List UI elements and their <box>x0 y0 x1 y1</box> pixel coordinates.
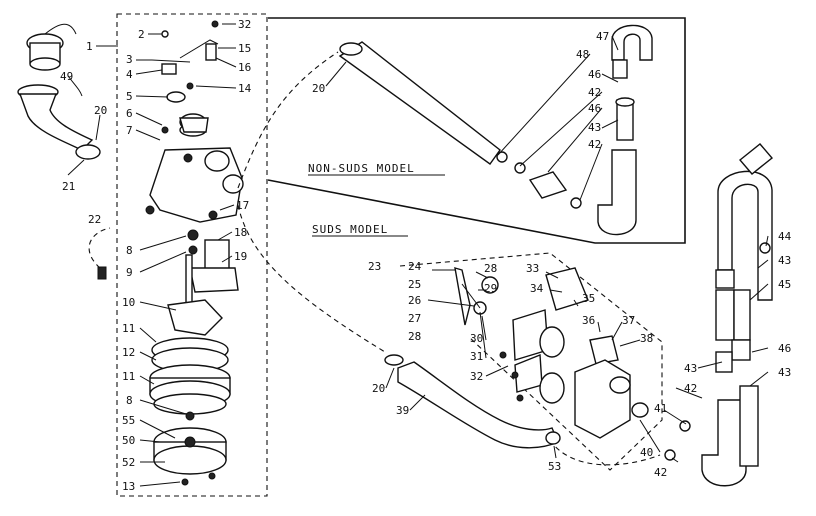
dash-route-suds <box>237 204 386 353</box>
callout: 30 <box>470 332 483 345</box>
callout: 42 <box>588 86 601 99</box>
callout: 53 <box>548 460 561 473</box>
leader-lines <box>67 23 769 487</box>
callout: 43 <box>684 362 697 375</box>
callouts: 1 2 3 4 5 6 7 8 9 10 11 12 11 8 55 50 52… <box>60 18 792 493</box>
callout: 50 <box>122 434 135 447</box>
callout: 46 <box>778 342 791 355</box>
callout: 43 <box>778 254 791 267</box>
callout: 3 <box>126 53 133 66</box>
clamp-53 <box>545 431 561 445</box>
svg-text:NON-SUDS MODEL: NON-SUDS MODEL <box>308 162 415 175</box>
callout: 27 <box>408 312 421 325</box>
small-parts-top <box>151 20 219 134</box>
callout: 41 <box>654 402 667 415</box>
callout: 52 <box>122 456 135 469</box>
callout: 8 <box>126 394 133 407</box>
pump-plates <box>149 337 231 486</box>
dash-route-suds-bottom <box>549 439 661 466</box>
callout: 35 <box>582 292 595 305</box>
callout: 7 <box>126 124 133 137</box>
callout: 40 <box>640 446 653 459</box>
callout: 9 <box>126 266 133 279</box>
callout: 11 <box>122 370 135 383</box>
callout: 24 <box>408 260 422 273</box>
callout: 1 <box>86 40 93 53</box>
callout: 32 <box>470 370 483 383</box>
callout: 45 <box>778 278 791 291</box>
callout: 8 <box>126 244 133 257</box>
callout: 12 <box>122 346 135 359</box>
callout: 22 <box>88 213 101 226</box>
callout: 49 <box>60 70 73 83</box>
non-suds-hoses <box>338 24 653 236</box>
section-non-suds-label: NON-SUDS MODEL <box>308 162 445 176</box>
section-suds-label: SUDS MODEL <box>312 223 408 237</box>
callout: 5 <box>126 90 133 103</box>
callout: 10 <box>122 296 135 309</box>
callout: 42 <box>588 138 601 151</box>
callout: 20 <box>312 82 325 95</box>
callout: 34 <box>530 282 544 295</box>
callout: 28 <box>408 330 421 343</box>
callout: 23 <box>368 260 381 273</box>
callout: 19 <box>234 250 247 263</box>
callout: 2 <box>138 28 145 41</box>
suds-parts <box>454 267 649 439</box>
callout: 28 <box>484 262 497 275</box>
svg-text:SUDS MODEL: SUDS MODEL <box>312 223 388 236</box>
callout: 17 <box>236 199 249 212</box>
dash-route-20-top <box>237 51 339 189</box>
pump-body <box>145 113 244 336</box>
callout: 11 <box>122 322 135 335</box>
callout: 42 <box>684 382 697 395</box>
pump-assembly-frame <box>116 13 268 497</box>
callout: 48 <box>576 48 589 61</box>
clamp-20-suds <box>384 354 404 366</box>
callout: 42 <box>654 466 667 479</box>
callout: 20 <box>372 382 385 395</box>
callout: 44 <box>778 230 792 243</box>
callout: 20 <box>94 104 107 117</box>
callout: 46 <box>588 102 601 115</box>
callout: 47 <box>596 30 609 43</box>
callout: 29 <box>484 282 497 295</box>
screw-22 <box>88 227 111 280</box>
callout: 31 <box>470 350 483 363</box>
pump-assembly <box>17 20 244 486</box>
callout: 46 <box>588 68 601 81</box>
callout: 38 <box>640 332 653 345</box>
callout: 36 <box>582 314 595 327</box>
callout: 13 <box>122 480 135 493</box>
callout: 43 <box>778 366 791 379</box>
callout: 4 <box>126 68 133 81</box>
suds-right-hoses <box>664 143 774 487</box>
callout: 25 <box>408 278 421 291</box>
callout: 6 <box>126 107 133 120</box>
callout: 55 <box>122 414 135 427</box>
callout: 43 <box>588 121 601 134</box>
callout: 39 <box>396 404 409 417</box>
callout: 18 <box>234 226 247 239</box>
callout: 16 <box>238 61 251 74</box>
callout: 15 <box>238 42 251 55</box>
callout: 14 <box>238 82 252 95</box>
callout: 33 <box>526 262 539 275</box>
hose-21-49 <box>17 23 101 160</box>
callout: 21 <box>62 180 75 193</box>
callout: 32 <box>238 18 251 31</box>
callout: 37 <box>622 314 635 327</box>
non-suds-frame <box>267 17 686 244</box>
callout: 26 <box>408 294 421 307</box>
